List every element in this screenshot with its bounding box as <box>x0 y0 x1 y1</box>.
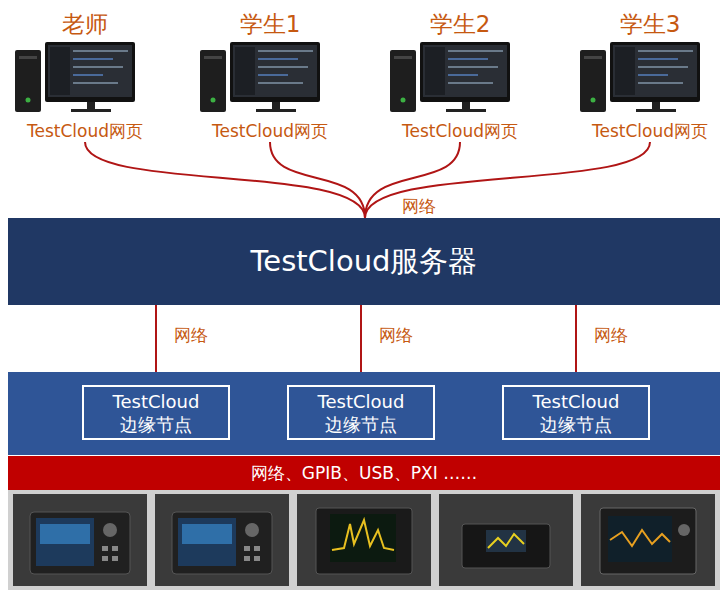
node-text: 学生3 <box>620 10 681 38</box>
network-line <box>85 142 365 218</box>
node-text: TestCloud服务器 <box>251 242 478 282</box>
edge-node-box: TestCloud 边缘节点 <box>502 385 650 440</box>
edge-node-box: TestCloud 边缘节点 <box>287 385 435 440</box>
network-line <box>270 142 365 218</box>
node-text: 学生2 <box>430 10 491 38</box>
edge-node-box: TestCloud 边缘节点 <box>82 385 230 440</box>
client-computer: 学生1TestCloud网页 <box>195 10 345 142</box>
node-text: TestCloud 边缘节点 <box>521 390 631 436</box>
node-text: 老师 <box>62 10 108 38</box>
node-text: TestCloud网页 <box>592 120 708 142</box>
network-label: 网络 <box>174 325 208 345</box>
bus-band: 网络、GPIB、USB、PXI …… <box>8 456 720 490</box>
node-text: TestCloud网页 <box>212 120 328 142</box>
node-text: 网络、GPIB、USB、PXI …… <box>251 462 477 485</box>
node-text: TestCloud 边缘节点 <box>101 390 211 436</box>
network-label: 网络 <box>402 196 436 216</box>
server-band: TestCloud服务器 <box>8 218 720 305</box>
network-line <box>365 142 460 218</box>
network-line <box>365 142 650 218</box>
network-label: 网络 <box>594 325 628 345</box>
node-text: TestCloud网页 <box>27 120 143 142</box>
client-computer: 学生3TestCloud网页 <box>575 10 725 142</box>
node-text: TestCloud网页 <box>402 120 518 142</box>
network-label: 网络 <box>379 325 413 345</box>
client-computer: 老师 TestCloud网页 <box>10 10 160 142</box>
node-text: 学生1 <box>240 10 301 38</box>
node-text: TestCloud 边缘节点 <box>306 390 416 436</box>
client-computer: 学生2TestCloud网页 <box>385 10 535 142</box>
